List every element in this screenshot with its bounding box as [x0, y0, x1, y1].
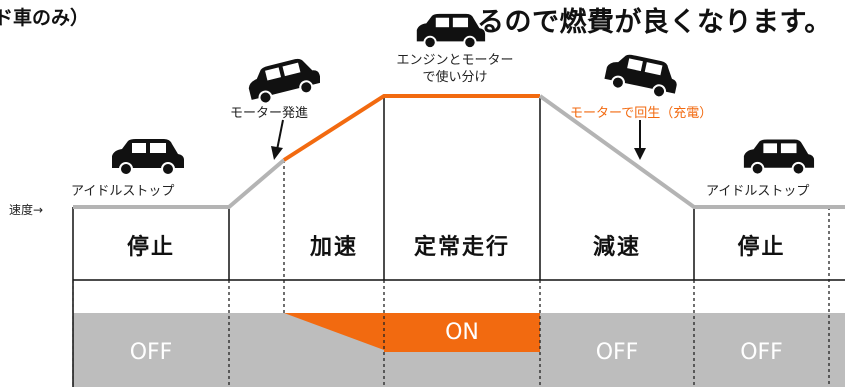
dashed-separators	[72, 160, 830, 387]
phase-stop-2: 停止	[737, 235, 786, 260]
phase-stop-1: 停止	[126, 235, 175, 260]
idle-stop-right-label: アイドルストップ	[706, 184, 810, 199]
regen-label: モーターで回生（充電）	[570, 106, 713, 121]
motor-assist-wedge	[284, 313, 384, 350]
header-left-text: ド車のみ）	[0, 7, 90, 29]
down-arrow-icon	[271, 119, 284, 160]
header-right-text: るので燃費が良くなります。	[477, 7, 832, 38]
engine-on-block	[384, 313, 540, 352]
engine-motor-label: エンジンとモーター で使い分け	[370, 52, 540, 86]
car-icon	[604, 54, 677, 98]
engine-motor-label-line2: で使い分け	[422, 70, 488, 85]
motor-start-label: モーター発進	[230, 106, 309, 121]
engine-off-label-3: OFF	[740, 339, 783, 365]
phase-accel: 加速	[309, 235, 358, 260]
speed-axis-label: 速度→	[9, 203, 44, 217]
car-icon	[112, 139, 184, 176]
speed-line-motor	[282, 94, 540, 162]
phase-cruise: 定常走行	[413, 235, 510, 260]
engine-motor-label-line1: エンジンとモーター	[396, 53, 514, 68]
speed-line-decel	[538, 94, 845, 209]
engine-off-label-2: OFF	[595, 339, 639, 365]
phase-decel: 減速	[592, 235, 641, 260]
idle-stop-left-label: アイドルストップ	[71, 184, 175, 199]
speed-line-start	[73, 158, 286, 209]
engine-off-label-1: OFF	[129, 339, 173, 365]
car-icon	[248, 58, 320, 104]
down-arrow-icon	[634, 120, 646, 160]
car-icon	[743, 139, 815, 176]
car-icon	[416, 13, 486, 50]
engine-on-label: ON	[445, 320, 479, 345]
